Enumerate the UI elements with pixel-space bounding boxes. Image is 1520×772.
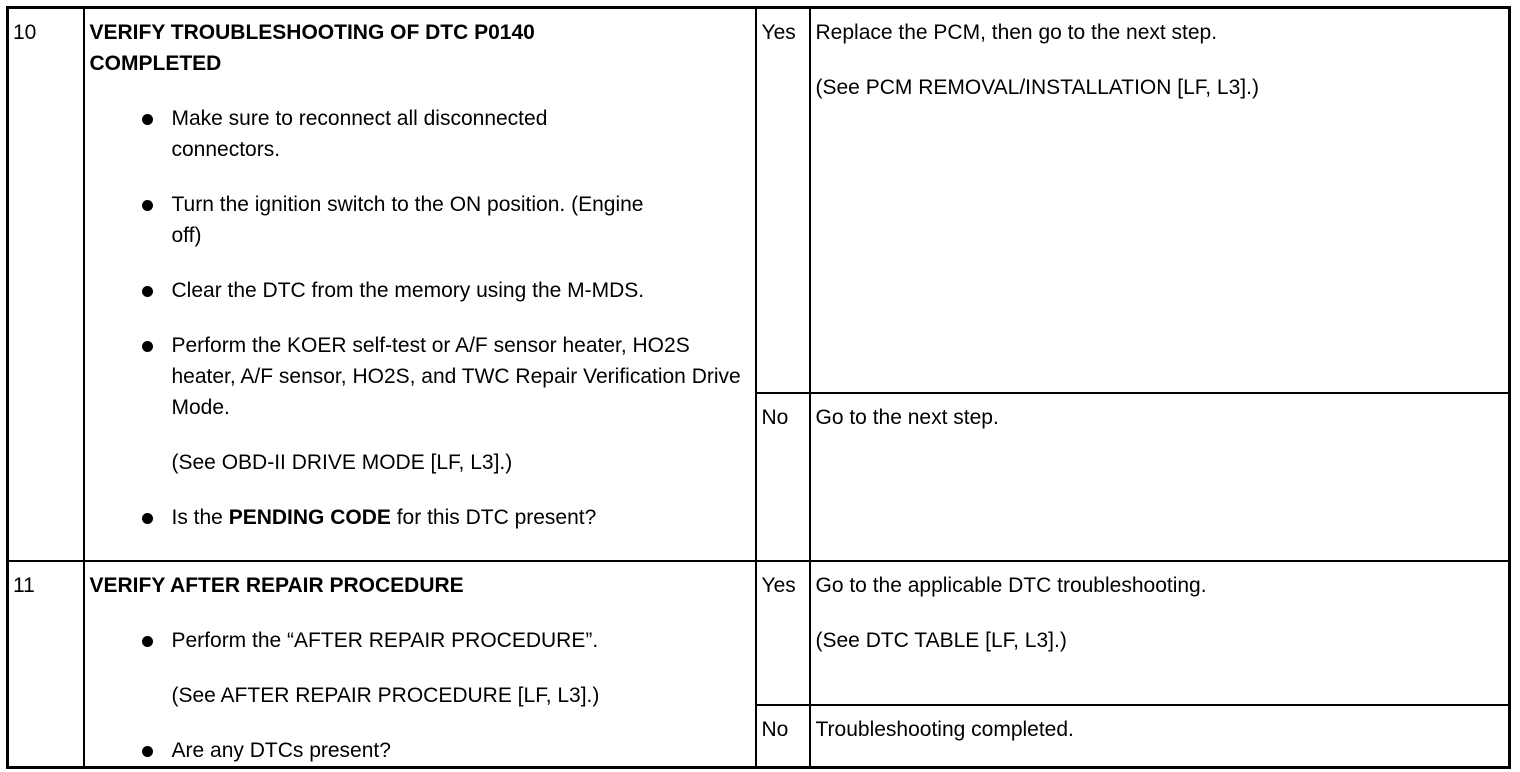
step-11-yes-result-cell: Yes (754, 559, 811, 706)
list-item-text: Are any DTCs present? (171, 738, 391, 762)
step-title: VERIFY AFTER REPAIR PROCEDURE (89, 573, 464, 597)
step-11-yes-action-cell: Go to the applicable DTC troubleshooting… (808, 559, 1511, 706)
result-label-yes: Yes (761, 573, 796, 597)
step-title: VERIFY TROUBLESHOOTING OF DTC P0140 COMP… (89, 21, 535, 75)
step-10-yes-result-cell: Yes (754, 6, 811, 394)
result-label-no: No (761, 405, 789, 429)
bullet-icon (141, 341, 153, 352)
step-number: 10 (13, 21, 37, 44)
bullet-icon (141, 635, 153, 647)
result-label-no: No (761, 717, 789, 741)
list-item-text-post: for this DTC present? (390, 506, 597, 529)
reference-note: (See AFTER REPAIR PROCEDURE [LF, L3].) (171, 683, 600, 707)
list-item-text-pre: Is the (171, 506, 229, 529)
step-11-yes-row: 11 VERIFY AFTER REPAIR PROCEDURE Perform… (6, 559, 1511, 768)
pending-code-emphasis: PENDING CODE (228, 506, 391, 529)
step-10-no-row: No Go to the next step. (8, 391, 1511, 562)
list-item-text: Perform the “AFTER REPAIR PROCEDURE”. (171, 628, 599, 652)
reference-note: (See DTC TABLE [LF, L3].) (815, 628, 1067, 652)
reference-note: (See PCM REMOVAL/INSTALLATION [LF, L3].) (815, 76, 1259, 99)
step-11-no-action-cell: Troubleshooting completed. (808, 703, 1511, 769)
list-item: Perform the “AFTER REPAIR PROCEDURE”. (S… (140, 625, 755, 711)
inspection-list: Make sure to reconnect all disconnected … (90, 103, 755, 533)
list-item: Make sure to reconnect all disconnected … (140, 103, 755, 165)
list-item: Perform the KOER self-test or A/F sensor… (140, 330, 755, 478)
list-item: Are any DTCs present? (140, 735, 755, 766)
step-11-number-cell: 11 (6, 559, 85, 768)
reference-note: (See OBD-II DRIVE MODE [LF, L3].) (171, 451, 513, 474)
step-11-no-row: No Troubleshooting completed. (8, 703, 1511, 769)
action-text: Go to the applicable DTC troubleshooting… (815, 573, 1207, 597)
procedure-sheet: 10 VERIFY TROUBLESHOOTING OF DTC P0140 C… (6, 6, 1511, 769)
action-text: Go to the next step. (815, 405, 999, 429)
step-10-number-cell: 10 (6, 6, 85, 562)
action-text: Troubleshooting completed. (815, 717, 1074, 741)
bullet-icon (141, 286, 153, 297)
step-number: 11 (13, 573, 35, 597)
result-label-yes: Yes (761, 21, 796, 44)
bullet-icon (141, 200, 153, 211)
bullet-icon (141, 114, 153, 125)
bullet-icon (141, 745, 153, 757)
action-text: Replace the PCM, then go to the next ste… (815, 21, 1218, 44)
step-11-no-result-cell: No (754, 703, 811, 769)
step-10-no-result-cell: No (754, 391, 811, 562)
step-10-yes-action-cell: Replace the PCM, then go to the next ste… (808, 6, 1511, 394)
list-item-text: Make sure to reconnect all disconnected … (171, 107, 548, 161)
step-10-no-action-cell: Go to the next step. (808, 391, 1511, 562)
bullet-icon (141, 513, 153, 524)
inspection-list: Perform the “AFTER REPAIR PROCEDURE”. (S… (90, 625, 755, 766)
list-item-text: Perform the KOER self-test or A/F sensor… (171, 334, 741, 419)
list-item-text: Clear the DTC from the memory using the … (171, 279, 645, 302)
step-10-inspection-cell: VERIFY TROUBLESHOOTING OF DTC P0140 COMP… (82, 6, 757, 562)
list-item-text: Turn the ignition switch to the ON posit… (171, 193, 644, 247)
step-10-yes-row: 10 VERIFY TROUBLESHOOTING OF DTC P0140 C… (6, 6, 1511, 562)
troubleshooting-table: 10 VERIFY TROUBLESHOOTING OF DTC P0140 C… (6, 6, 1511, 769)
list-item: Turn the ignition switch to the ON posit… (140, 189, 755, 251)
list-item: Clear the DTC from the memory using the … (140, 275, 755, 306)
step-11-inspection-cell: VERIFY AFTER REPAIR PROCEDURE Perform th… (82, 559, 757, 768)
list-item: Is the PENDING CODE for this DTC present… (140, 502, 755, 533)
